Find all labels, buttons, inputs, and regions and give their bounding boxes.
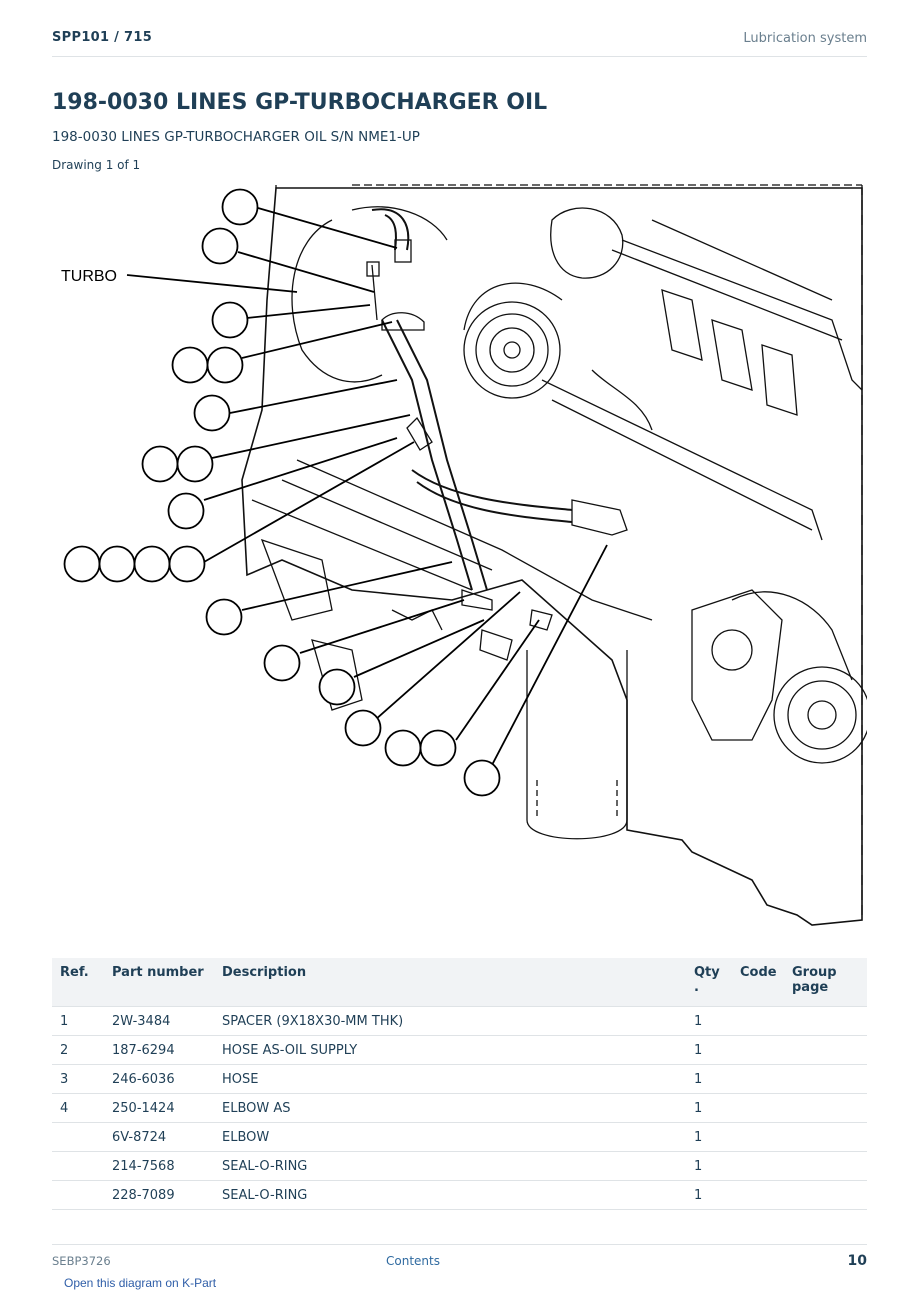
cell-part-number: 2W-3484 bbox=[104, 1006, 214, 1036]
cell-qty: 1 bbox=[686, 1035, 732, 1065]
callout-circle bbox=[211, 301, 249, 339]
parts-diagram: TURBO bbox=[61, 184, 867, 926]
page-subtitle: 198-0030 LINES GP-TURBOCHARGER OIL S/N N… bbox=[52, 129, 420, 145]
col-ref: Ref. bbox=[52, 958, 104, 1007]
page-header: SPP101 / 715 Lubrication system bbox=[52, 28, 867, 57]
section-name: Lubrication system bbox=[743, 31, 867, 46]
callout-circle bbox=[318, 668, 356, 706]
col-group-page: Group page bbox=[784, 958, 867, 1007]
callout-circle bbox=[463, 759, 501, 797]
table-row: 214-7568 SEAL-O-RING 1 bbox=[52, 1151, 867, 1181]
col-part-number: Part number bbox=[104, 958, 214, 1007]
document-reference: SPP101 / 715 bbox=[52, 30, 153, 45]
callout-circle bbox=[168, 545, 206, 583]
callout-circle bbox=[263, 644, 301, 682]
table-row: 1 2W-3484 SPACER (9X18X30-MM THK) 1 bbox=[52, 1006, 867, 1036]
cell-description: HOSE bbox=[214, 1064, 686, 1094]
cell-code bbox=[732, 1035, 784, 1065]
callout-circle bbox=[167, 492, 205, 530]
page-footer: SEBP3726 Contents 10 bbox=[52, 1244, 867, 1275]
cell-group-page bbox=[784, 1006, 867, 1036]
cell-qty: 1 bbox=[686, 1006, 732, 1036]
parts-table: Ref. Part number Description Qty . Code … bbox=[52, 958, 867, 1210]
callout-circle bbox=[133, 545, 171, 583]
cell-description: SEAL-O-RING bbox=[214, 1151, 686, 1181]
callout-circle bbox=[171, 346, 209, 384]
cell-ref bbox=[52, 1122, 104, 1152]
callout-circle bbox=[63, 545, 101, 583]
cell-description: HOSE AS-OIL SUPPLY bbox=[214, 1035, 686, 1065]
cell-description: ELBOW AS bbox=[214, 1093, 686, 1123]
callout-circle bbox=[176, 445, 214, 483]
cell-part-number: 250-1424 bbox=[104, 1093, 214, 1123]
cell-part-number: 214-7568 bbox=[104, 1151, 214, 1181]
table-row: 2 187-6294 HOSE AS-OIL SUPPLY 1 bbox=[52, 1035, 867, 1065]
callout-circle bbox=[205, 598, 243, 636]
callout-circle bbox=[141, 445, 179, 483]
callout-circle bbox=[419, 729, 457, 767]
cell-ref: 1 bbox=[52, 1006, 104, 1036]
engine-block-drawing bbox=[241, 184, 867, 926]
cell-code bbox=[732, 1151, 784, 1181]
cell-part-number: 246-6036 bbox=[104, 1064, 214, 1094]
callout-circle bbox=[221, 188, 259, 226]
turbo-callout-label: TURBO bbox=[61, 268, 117, 285]
table-row: 6V-8724 ELBOW 1 bbox=[52, 1122, 867, 1152]
table-header-row: Ref. Part number Description Qty . Code … bbox=[52, 958, 867, 1007]
cell-code bbox=[732, 1064, 784, 1094]
page-number: 10 bbox=[847, 1253, 867, 1269]
callout-circle bbox=[201, 227, 239, 265]
cell-ref: 2 bbox=[52, 1035, 104, 1065]
leader-lines bbox=[126, 207, 608, 766]
cell-qty: 1 bbox=[686, 1093, 732, 1123]
cell-group-page bbox=[784, 1122, 867, 1152]
col-code: Code bbox=[732, 958, 784, 1007]
callout-circle bbox=[98, 545, 136, 583]
cell-ref bbox=[52, 1180, 104, 1210]
cell-ref: 3 bbox=[52, 1064, 104, 1094]
cell-description: ELBOW bbox=[214, 1122, 686, 1152]
cell-group-page bbox=[784, 1151, 867, 1181]
drawing-label: Drawing 1 of 1 bbox=[52, 158, 141, 172]
cell-group-page bbox=[784, 1180, 867, 1210]
cell-qty: 1 bbox=[686, 1180, 732, 1210]
table-row: 228-7089 SEAL-O-RING 1 bbox=[52, 1180, 867, 1210]
cell-qty: 1 bbox=[686, 1151, 732, 1181]
cell-ref: 4 bbox=[52, 1093, 104, 1123]
cell-ref bbox=[52, 1151, 104, 1181]
cell-code bbox=[732, 1006, 784, 1036]
cell-group-page bbox=[784, 1035, 867, 1065]
cell-code bbox=[732, 1093, 784, 1123]
table-row: 4 250-1424 ELBOW AS 1 bbox=[52, 1093, 867, 1123]
cell-group-page bbox=[784, 1064, 867, 1094]
callout-circle bbox=[344, 709, 382, 747]
callout-circles bbox=[63, 188, 501, 797]
col-qty: Qty . bbox=[686, 958, 732, 1007]
cell-part-number: 6V-8724 bbox=[104, 1122, 214, 1152]
callout-circle bbox=[384, 729, 422, 767]
cell-qty: 1 bbox=[686, 1122, 732, 1152]
callout-circle bbox=[206, 346, 244, 384]
cell-description: SEAL-O-RING bbox=[214, 1180, 686, 1210]
cell-part-number: 228-7089 bbox=[104, 1180, 214, 1210]
cell-code bbox=[732, 1180, 784, 1210]
open-kpart-link[interactable]: Open this diagram on K-Part bbox=[64, 1276, 217, 1290]
cell-part-number: 187-6294 bbox=[104, 1035, 214, 1065]
cell-group-page bbox=[784, 1093, 867, 1123]
cell-description: SPACER (9X18X30-MM THK) bbox=[214, 1006, 686, 1036]
table-row: 3 246-6036 HOSE 1 bbox=[52, 1064, 867, 1094]
document-id: SEBP3726 bbox=[52, 1254, 111, 1268]
page-title: 198-0030 LINES GP-TURBOCHARGER OIL bbox=[52, 90, 548, 115]
col-description: Description bbox=[214, 958, 686, 1007]
callout-circle bbox=[193, 394, 231, 432]
contents-link[interactable]: Contents bbox=[386, 1254, 440, 1268]
cell-qty: 1 bbox=[686, 1064, 732, 1094]
cell-code bbox=[732, 1122, 784, 1152]
